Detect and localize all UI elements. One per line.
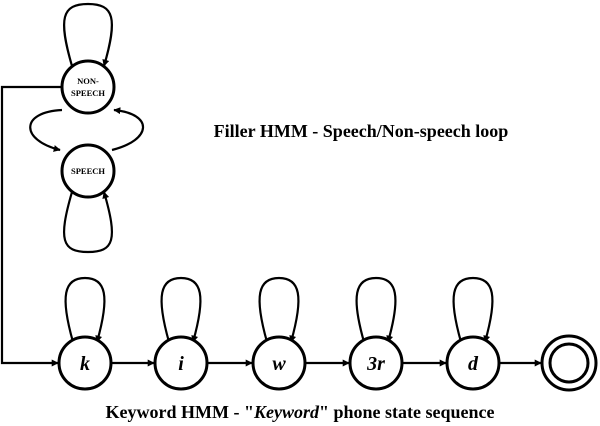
phone-label-w: w: [272, 353, 286, 375]
nonspeech-to-speech-arc: [29, 108, 63, 152]
keyword-caption-suffix: " phone state sequence: [319, 402, 495, 422]
phone-label-d: d: [468, 353, 479, 375]
nonspeech-self-loop: [62, 2, 114, 67]
phone-label-3r: 3r: [366, 353, 385, 375]
self-loop-i: [160, 276, 202, 343]
final-state-inner: [548, 342, 590, 384]
self-loop-w: [258, 276, 300, 343]
filler-to-keyword-connector: [0, 85, 62, 367]
filler-caption: Filler HMM - Speech/Non-speech loop: [214, 121, 509, 141]
phone-label-k: k: [80, 353, 90, 375]
state-nonspeech-label-line1: NON-: [77, 76, 99, 86]
state-speech-label: SPEECH: [71, 166, 105, 176]
state-nonspeech: [60, 59, 116, 115]
state-3r: [348, 335, 404, 391]
self-loop-3r: [355, 276, 397, 343]
state-speech: [60, 143, 116, 199]
keyword-caption-prefix: Keyword HMM - ": [106, 402, 254, 422]
keyword-caption-word: Keyword: [253, 402, 320, 422]
state-i: [153, 335, 209, 391]
phone-label-i: i: [178, 353, 184, 375]
keyword-caption: Keyword HMM - "Keyword" phone state sequ…: [106, 402, 495, 422]
self-loop-k: [64, 276, 106, 343]
speech-self-loop: [62, 191, 114, 254]
state-d: [445, 335, 501, 391]
speech-to-nonspeech-arc: [111, 107, 144, 152]
state-nonspeech-label-line2: SPEECH: [71, 88, 105, 98]
state-k: [57, 335, 113, 391]
self-loop-d: [452, 276, 494, 343]
state-w: [251, 335, 307, 391]
